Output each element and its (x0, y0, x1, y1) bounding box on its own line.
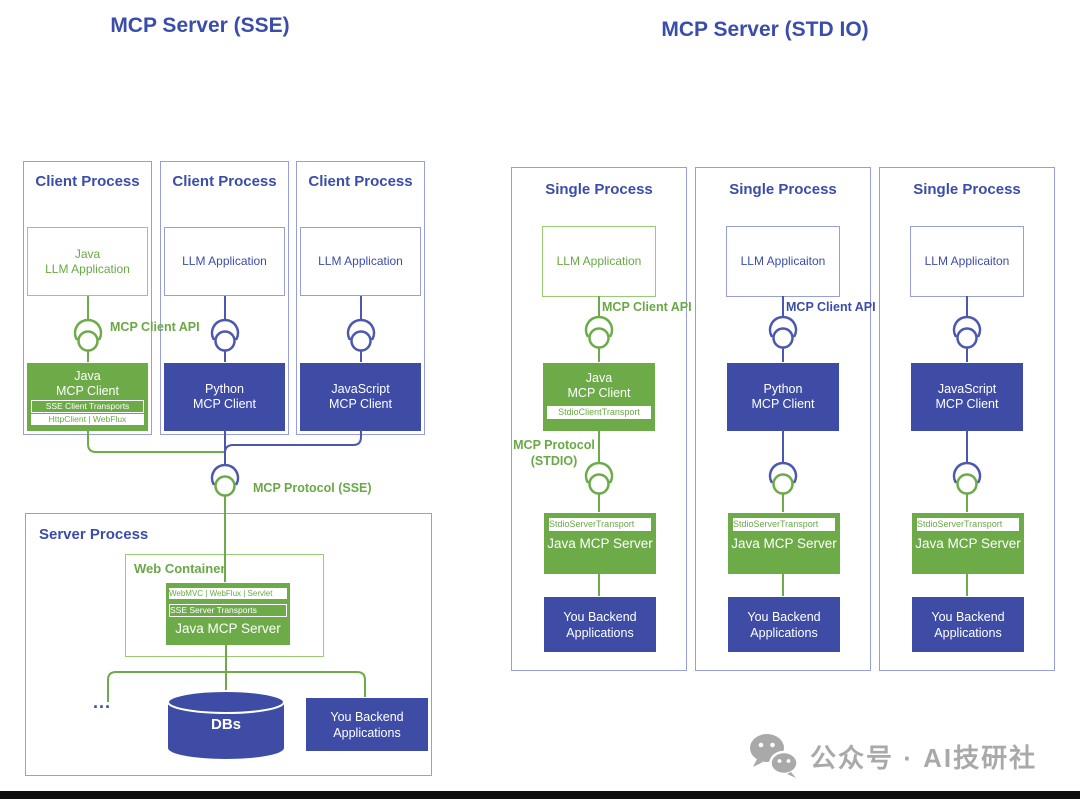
llm-application-box: LLM Applicaiton (726, 226, 840, 297)
client-line: Java (74, 369, 101, 383)
app-line: LLM Application (318, 254, 403, 268)
process-heading: Single Process (729, 181, 837, 198)
java-mcp-server-label: Java MCP Server (731, 536, 837, 551)
client-line: Python (763, 382, 803, 396)
app-line: Java (74, 246, 101, 261)
process-heading: Client Process (172, 173, 277, 190)
backend-applications-box: You Backend Applications (912, 597, 1024, 652)
transport-strip: StdioClientTransport (547, 406, 651, 419)
transport-strip: StdioServerTransport (917, 518, 1019, 531)
python-mcp-client-box: Python MCP Client (164, 363, 285, 431)
web-container-box: Web Container WebMVC | WebFlux | Servlet… (125, 554, 324, 657)
client-line: MCP Client (329, 397, 392, 411)
transport-strip: StdioServerTransport (733, 518, 835, 531)
process-heading: Server Process (39, 526, 149, 543)
process-heading: Client Process (308, 173, 413, 190)
java-mcp-server-box: StdioServerTransport Java MCP Server (912, 513, 1024, 574)
javascript-mcp-client-box: JavaScript MCP Client (911, 363, 1023, 431)
mcp-client-api-label: MCP Client API (110, 320, 200, 334)
sse-server-process: Server Process Web Container WebMVC | We… (25, 513, 432, 776)
wechat-icon (750, 734, 799, 778)
mcp-protocol-sse-label: MCP Protocol (SSE) (253, 481, 372, 495)
client-line: JavaScript (937, 382, 997, 396)
backend-line: You Backend (747, 609, 821, 624)
java-mcp-server-label: Java MCP Server (175, 621, 281, 636)
app-line: LLM Applicaiton (740, 254, 826, 268)
java-mcp-server-box: StdioServerTransport Java MCP Server (544, 513, 656, 574)
backend-applications-box: You Backend Applications (306, 698, 428, 751)
app-line: LLM Applicaiton (924, 254, 1010, 268)
watermark-text: 公众号 · AI技研社 (810, 742, 1038, 773)
client-line: JavaScript (331, 382, 390, 396)
sse-client-process-1: Client Process Java LLM Application Java… (23, 161, 152, 435)
dbs-label: DBs (210, 716, 241, 733)
llm-application-box: LLM Application (542, 226, 656, 297)
transport-strip: HttpClient | WebFlux (31, 414, 144, 425)
mcp-client-api-label: MCP Client API (602, 300, 692, 314)
app-line: LLM Application (556, 254, 642, 268)
backend-line: You Backend (563, 609, 637, 624)
stdio-single-process-2: Single Process LLM Applicaiton Python MC… (695, 167, 871, 671)
sse-section-title: MCP Server (SSE) (110, 14, 290, 37)
client-line: MCP Client (935, 397, 999, 411)
transport-strip: SSE Server Transports (169, 604, 287, 617)
llm-application-box: LLM Application (164, 227, 285, 296)
stdio-single-process-3: Single Process LLM Applicaiton JavaScrip… (879, 167, 1055, 671)
client-line: Java (585, 371, 613, 385)
mcp-protocol-stdio-label: MCP Protocol (STDIO) (513, 438, 595, 468)
transport-strip: SSE Client Transports (31, 400, 144, 413)
backend-line: You Backend (330, 709, 404, 724)
java-mcp-server-box: StdioServerTransport Java MCP Server (728, 513, 840, 574)
process-heading: Single Process (545, 181, 653, 198)
process-heading: Single Process (913, 181, 1021, 198)
backend-line: Applications (566, 625, 634, 640)
client-line: MCP Client (567, 386, 631, 400)
backend-line: You Backend (931, 609, 1005, 624)
web-container-title: Web Container (134, 561, 226, 576)
client-line: MCP Client (56, 384, 119, 398)
ellipsis-label: ... (93, 692, 112, 712)
client-line: MCP Client (751, 397, 815, 411)
java-mcp-client-box: Java MCP Client SSE Client Transports Ht… (27, 363, 148, 431)
client-line: MCP Client (193, 397, 256, 411)
llm-application-box: LLM Application (300, 227, 421, 296)
backend-line: Applications (333, 725, 401, 740)
llm-application-box: LLM Applicaiton (910, 226, 1024, 297)
app-line: LLM Application (45, 261, 130, 276)
transport-strip: WebMVC | WebFlux | Servlet (169, 588, 287, 599)
stdio-single-process-1: Single Process LLM Application Java MCP … (511, 167, 687, 671)
stdio-section-title: MCP Server (STD IO) (661, 18, 869, 41)
sse-client-process-3: Client Process LLM Application JavaScrip… (296, 161, 425, 435)
llm-application-box: Java LLM Application (27, 227, 148, 296)
app-line: LLM Application (182, 254, 267, 268)
java-mcp-server-label: Java MCP Server (547, 536, 653, 551)
bottom-black-bar (0, 791, 1080, 799)
backend-line: Applications (750, 625, 818, 640)
process-heading: Client Process (35, 173, 140, 190)
sse-client-process-2: Client Process LLM Application Python MC… (160, 161, 289, 435)
watermark: 公众号 · AI技研社 (748, 733, 1037, 779)
java-mcp-client-box: Java MCP Client StdioClientTransport (543, 363, 655, 431)
java-mcp-server-box: WebMVC | WebFlux | Servlet SSE Server Tr… (166, 583, 290, 645)
javascript-mcp-client-box: JavaScript MCP Client (300, 363, 421, 431)
backend-applications-box: You Backend Applications (728, 597, 840, 652)
backend-line: Applications (934, 625, 1002, 640)
backend-applications-box: You Backend Applications (544, 597, 656, 652)
socket-icon (210, 463, 240, 497)
python-mcp-client-box: Python MCP Client (727, 363, 839, 431)
client-line: Python (205, 382, 244, 396)
mcp-client-api-label: MCP Client API (786, 300, 876, 314)
transport-strip: StdioServerTransport (549, 518, 651, 531)
java-mcp-server-label: Java MCP Server (915, 536, 1021, 551)
